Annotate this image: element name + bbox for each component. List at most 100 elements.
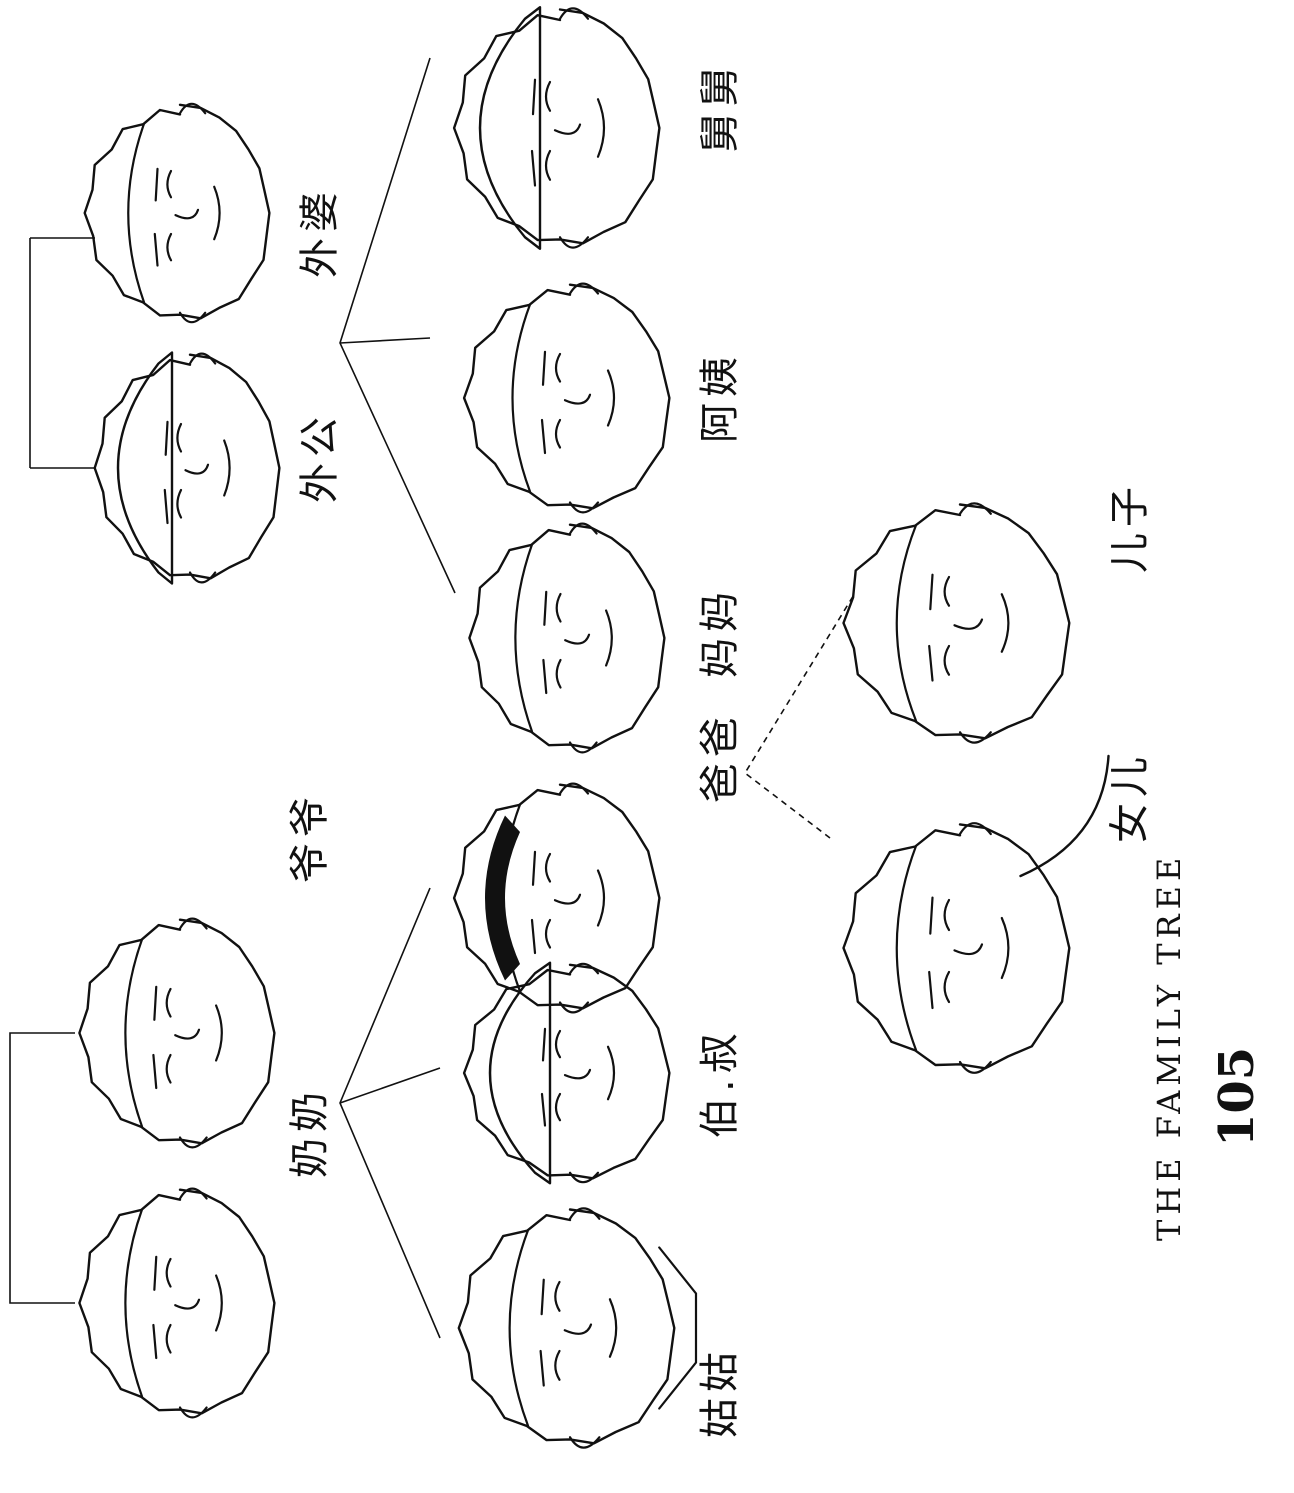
label-maternal-grandmother: 外婆 xyxy=(297,186,343,278)
eye-left xyxy=(176,488,183,519)
brow-left xyxy=(928,970,934,1010)
label-daughter: 女儿 xyxy=(1107,751,1153,843)
ear-left xyxy=(568,1171,600,1184)
eye-right xyxy=(555,592,562,623)
nose xyxy=(174,1028,201,1040)
label-maternal-aunt: 阿姨 xyxy=(697,351,743,443)
brow-right xyxy=(153,1255,158,1291)
brow-left xyxy=(530,149,537,187)
eye-left xyxy=(943,644,951,676)
head-outline xyxy=(842,503,1071,740)
brow-right xyxy=(929,573,934,611)
branch-grandchildren xyxy=(743,592,856,839)
mouth xyxy=(605,609,613,667)
eye-right xyxy=(544,852,552,883)
connectors xyxy=(9,57,856,1339)
ear-right xyxy=(558,7,590,20)
face-uncle-paternal xyxy=(462,961,671,1185)
ear-left xyxy=(958,731,992,744)
eye-right xyxy=(943,575,951,607)
face-son xyxy=(842,502,1071,744)
eye-left xyxy=(165,1053,172,1084)
label-paternal-grandmother: 奶奶 xyxy=(287,1086,333,1178)
eye-right xyxy=(544,80,552,112)
head-outline xyxy=(78,918,276,1145)
brow-right xyxy=(164,420,169,456)
head-outline xyxy=(452,8,661,245)
mouth xyxy=(596,98,606,158)
face-maternal-uncle xyxy=(452,6,661,250)
brow-left xyxy=(153,232,159,267)
cap xyxy=(116,351,174,585)
brow-right xyxy=(154,167,159,202)
nose xyxy=(563,1323,593,1335)
hairline xyxy=(895,844,918,1052)
nose xyxy=(953,618,984,630)
mouth xyxy=(215,1004,223,1062)
mouth xyxy=(606,1045,616,1101)
head-outline xyxy=(462,963,671,1180)
head-outline xyxy=(468,523,666,750)
head-outline xyxy=(78,1188,276,1415)
eye-right xyxy=(166,169,173,199)
label-aunt-paternal: 姑姑 xyxy=(697,1346,743,1438)
eye-left xyxy=(943,970,951,1004)
hairline xyxy=(127,122,146,304)
cap xyxy=(478,6,542,250)
face-aunt-paternal xyxy=(457,1207,698,1449)
ear-right xyxy=(558,782,590,795)
mouth xyxy=(1000,593,1010,653)
figure-caption: THE FAMILY TREE xyxy=(1150,852,1188,1241)
head-outline xyxy=(93,353,281,580)
mouth xyxy=(223,439,231,497)
head-outline xyxy=(462,283,671,510)
collar xyxy=(658,1246,698,1410)
eye-right xyxy=(176,422,183,453)
brow-left xyxy=(542,658,548,695)
face-maternal-grandmother xyxy=(83,102,271,324)
bracket-maternal-grandparents-sides xyxy=(30,237,95,469)
eye-right xyxy=(165,1257,172,1288)
eye-left xyxy=(165,1323,172,1354)
ear-right xyxy=(178,102,207,115)
ear-right xyxy=(178,917,208,930)
mouth xyxy=(1000,916,1010,980)
hairline xyxy=(124,1208,144,1398)
brow-left xyxy=(163,488,169,525)
eye-right xyxy=(554,352,562,383)
ear-left xyxy=(188,571,217,584)
mouth xyxy=(213,185,221,241)
eye-right xyxy=(554,1029,562,1059)
brow-left xyxy=(928,644,934,682)
dark-hair xyxy=(485,815,520,981)
eye-right xyxy=(165,987,172,1018)
hairline xyxy=(514,543,534,733)
label-paternal-grandfather: 爷爷 xyxy=(287,791,333,883)
ear-right xyxy=(188,352,217,365)
branch-maternal-aunt xyxy=(339,337,431,344)
ear-right xyxy=(568,962,600,975)
cap xyxy=(488,961,552,1185)
ear-left xyxy=(558,1001,590,1014)
eye-right xyxy=(554,1280,561,1312)
eye-left xyxy=(544,149,552,181)
brow-left xyxy=(530,918,537,955)
face-maternal-grandfather xyxy=(93,351,281,585)
nose xyxy=(563,393,592,405)
head-outline xyxy=(83,103,271,320)
nose xyxy=(553,123,582,135)
head-outline xyxy=(842,823,1071,1070)
nose xyxy=(953,943,984,956)
hairline xyxy=(508,1229,530,1427)
brow-right xyxy=(543,590,548,626)
brow-right xyxy=(531,78,537,116)
ear-right xyxy=(178,1187,208,1200)
ponytail xyxy=(1019,754,1110,878)
brow-left xyxy=(152,1323,158,1360)
brow-right xyxy=(531,850,537,886)
page-number: 105 xyxy=(1209,1046,1265,1147)
ear-right xyxy=(958,502,992,515)
